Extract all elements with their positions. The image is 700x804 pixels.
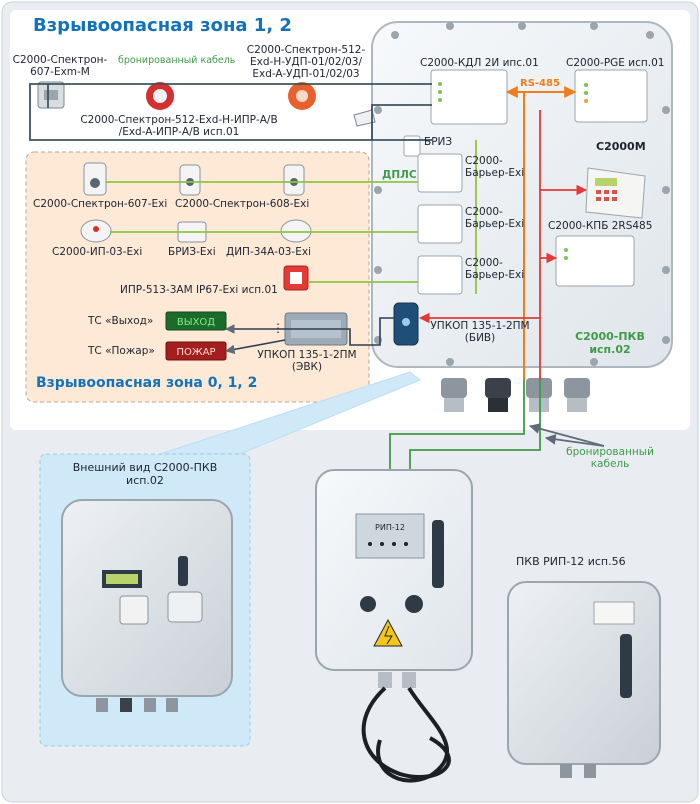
label-ip03: С2000-ИП-03-Exi <box>52 246 143 258</box>
ip03-detector <box>80 219 112 243</box>
black-cables <box>361 686 451 783</box>
label-rip12: ПКВ РИП-12 исп.56 <box>516 555 626 568</box>
label-briz: БРИЗ <box>424 136 453 148</box>
fire-sign-text: ПОЖАР <box>176 347 215 358</box>
label-armored-cable-bottom: бронированный кабель <box>566 446 654 470</box>
label-briz-exi: БРИЗ-Exi <box>168 246 216 258</box>
third-spektron-device <box>283 164 305 196</box>
rip12-enclosure: РИП-12 <box>315 469 473 688</box>
label-kdl: С2000-КДЛ 2И ипс.01 <box>420 57 539 69</box>
zone-012-title: Взрывоопасная зона 0, 1, 2 <box>36 375 258 391</box>
label-ts-fire: ТС «Пожар» <box>88 345 155 357</box>
sign-wiring <box>225 317 394 355</box>
evk-ellipsis: ⋮ <box>272 321 284 335</box>
label-rs485: RS-485 <box>520 78 560 89</box>
label-ipr513: ИПР-513-3АМ IP67-Exi исп.01 <box>120 284 278 296</box>
label-barrier-3: С2000- Барьер-Exi <box>465 257 525 281</box>
red-wiring <box>418 110 588 380</box>
rip12-56-enclosure <box>507 581 661 778</box>
label-pge: С2000-PGE исп.01 <box>566 57 665 69</box>
label-dpls: ДПЛС <box>382 169 417 181</box>
rip12-panel-text: РИП-12 <box>375 523 405 532</box>
fire-sign: ПОЖАР <box>165 341 227 361</box>
spektron607-m-device <box>37 81 65 109</box>
spektron608-exi-device <box>179 164 201 196</box>
rs485-wiring <box>505 86 577 380</box>
label-spektron607-exi: С2000-Спектрон-607-Exi <box>33 198 168 210</box>
dpls-wiring <box>106 140 477 294</box>
c2000m-keypad <box>585 167 646 219</box>
label-pkv: С2000-ПКВ исп.02 <box>575 330 645 356</box>
exit-sign-text: ВЫХОД <box>177 317 215 328</box>
camera-device <box>353 109 376 127</box>
ipr513-call-point <box>283 265 309 291</box>
label-exterior-title: Внешний вид С2000-ПКВ исп.02 <box>72 461 218 487</box>
spektron607-exi-device <box>83 162 107 196</box>
label-upkop-biv: УПКОП 135-1-2ПМ (БИВ) <box>430 320 530 344</box>
label-barrier-2: С2000- Барьер-Exi <box>465 206 525 230</box>
zone-012-box <box>25 151 370 403</box>
label-kpb: С2000-КПБ 2RS485 <box>548 220 653 232</box>
label-spektron607-m: С2000-Спектрон- 607-Exm-M <box>12 54 108 78</box>
loop-wiring <box>29 83 432 141</box>
briz-module <box>403 135 421 157</box>
kdl-module <box>430 69 508 125</box>
exterior-pkv-enclosure <box>61 499 233 712</box>
cable-glands <box>441 378 590 412</box>
label-c2000m: С2000М <box>596 140 646 153</box>
label-spektron512-ipr: С2000-Спектрон-512-Exd-H-ИПР-А/В /Exd-A-… <box>80 114 278 138</box>
label-barrier-1: С2000- Барьер-Exi <box>465 155 525 179</box>
label-spektron512-udp: С2000-Спектрон-512- Exd-H-УДП-01/02/03/ … <box>246 44 366 80</box>
label-spektron608-exi: С2000-Спектрон-608-Exi <box>175 198 310 210</box>
label-dip34: ДИП-34А-03-Exi <box>226 246 311 258</box>
label-ts-exit: ТС «Выход» <box>88 315 154 327</box>
spektron512-udp-device <box>288 82 316 110</box>
label-armored-cable-top: бронированный кабель <box>118 55 236 66</box>
pge-module <box>574 69 648 123</box>
bottom-wiring <box>389 380 605 470</box>
exit-sign: ВЫХОД <box>165 311 227 331</box>
label-upkop-evk: УПКОП 135-1-2ПМ (ЭВК) <box>257 349 357 373</box>
kpb-module <box>555 235 635 287</box>
zone-12-title: Взрывоопасная зона 1, 2 <box>33 15 292 36</box>
upkop-biv-unit <box>393 302 419 346</box>
dip34-detector <box>280 219 312 243</box>
barrier-modules <box>417 153 463 295</box>
spektron512-ipr-device <box>146 82 174 110</box>
